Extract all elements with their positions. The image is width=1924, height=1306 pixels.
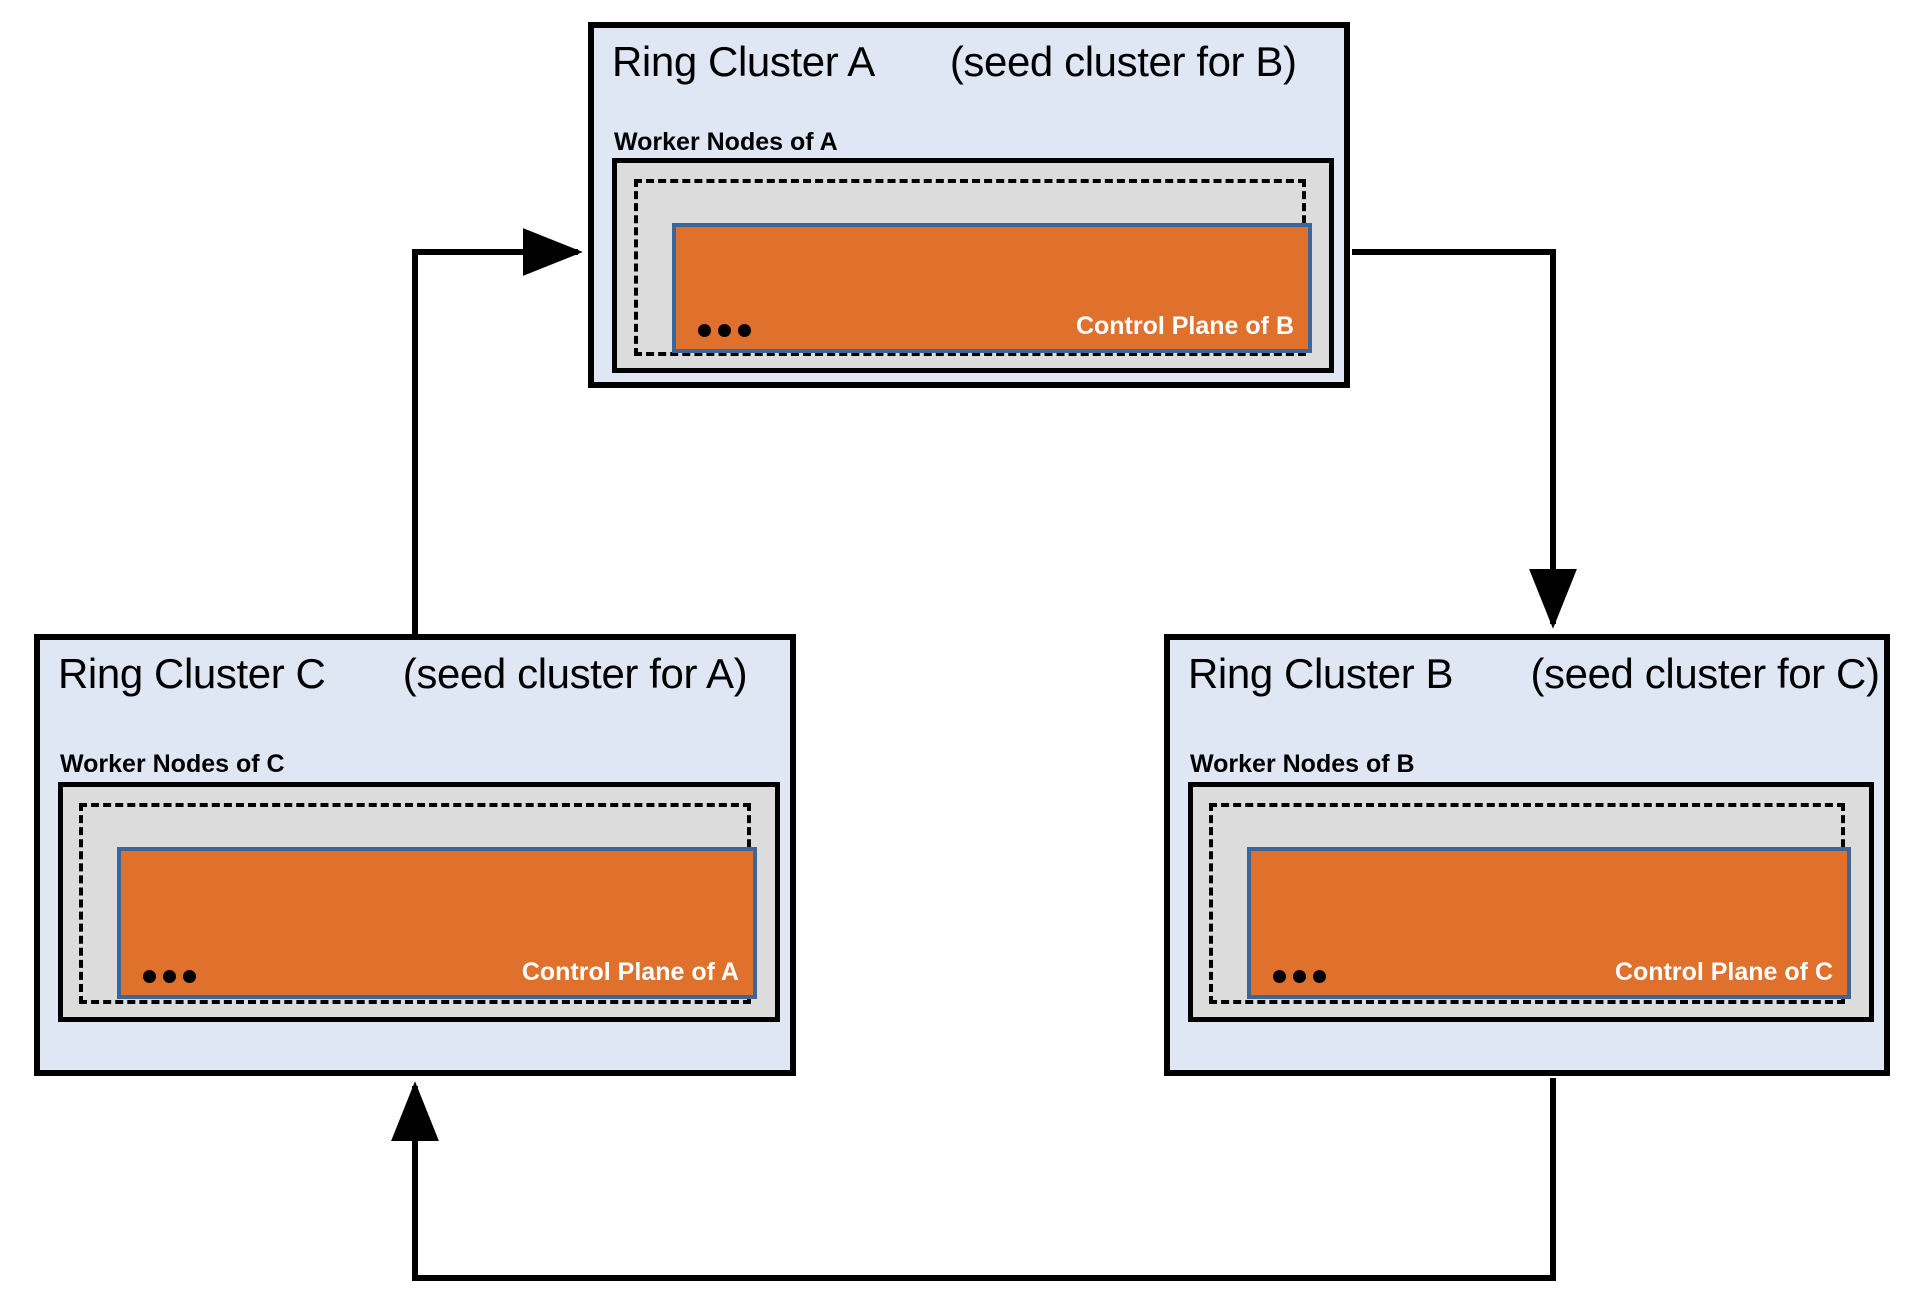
cluster-b-worker-box: Control Plane of C — [1188, 782, 1874, 1022]
cluster-a-control-plane-label: Control Plane of B — [1075, 312, 1294, 340]
cluster-b-namespace-boundary: Control Plane of C — [1209, 803, 1851, 1004]
cluster-b-worker-label: Worker Nodes of B — [1190, 750, 1415, 778]
cluster-c-worker-box: Control Plane of A — [58, 782, 780, 1022]
cluster-b-name: Ring Cluster B — [1188, 650, 1454, 697]
cluster-c-worker-label: Worker Nodes of C — [60, 750, 285, 778]
cluster-a-title: Ring Cluster A (seed cluster for B) — [612, 38, 1297, 86]
arrow-b-to-c — [391, 1078, 1556, 1281]
cluster-a-ellipsis-icon — [698, 324, 751, 337]
cluster-a[interactable]: Ring Cluster A (seed cluster for B) Work… — [588, 22, 1350, 388]
cluster-b-control-plane-label: Control Plane of C — [1614, 958, 1833, 986]
cluster-a-namespace-boundary: Control Plane of B — [634, 179, 1312, 356]
cluster-b-ellipsis-icon — [1273, 970, 1326, 983]
cluster-b-title: Ring Cluster B (seed cluster for C) — [1188, 650, 1880, 698]
cluster-c-namespace-boundary: Control Plane of A — [79, 803, 757, 1004]
cluster-b-seed-note: (seed cluster for C) — [1530, 650, 1880, 697]
cluster-a-worker-label: Worker Nodes of A — [614, 128, 838, 156]
arrow-a-to-b — [1352, 249, 1577, 629]
cluster-b-control-plane[interactable]: Control Plane of C — [1247, 847, 1851, 999]
cluster-c-seed-note: (seed cluster for A) — [402, 650, 748, 697]
arrow-c-to-a — [412, 228, 583, 640]
cluster-a-name: Ring Cluster A — [612, 38, 873, 85]
cluster-a-control-plane[interactable]: Control Plane of B — [672, 223, 1312, 353]
cluster-b[interactable]: Ring Cluster B (seed cluster for C) Work… — [1164, 634, 1890, 1076]
cluster-c-control-plane-label: Control Plane of A — [521, 958, 739, 986]
cluster-c-control-plane[interactable]: Control Plane of A — [117, 847, 757, 999]
cluster-c-ellipsis-icon — [143, 970, 196, 983]
cluster-c-name: Ring Cluster C — [58, 650, 326, 697]
cluster-a-seed-note: (seed cluster for B) — [949, 38, 1297, 85]
cluster-c[interactable]: Ring Cluster C (seed cluster for A) Work… — [34, 634, 796, 1076]
cluster-c-title: Ring Cluster C (seed cluster for A) — [58, 650, 748, 698]
cluster-a-worker-box: Control Plane of B — [612, 158, 1334, 373]
